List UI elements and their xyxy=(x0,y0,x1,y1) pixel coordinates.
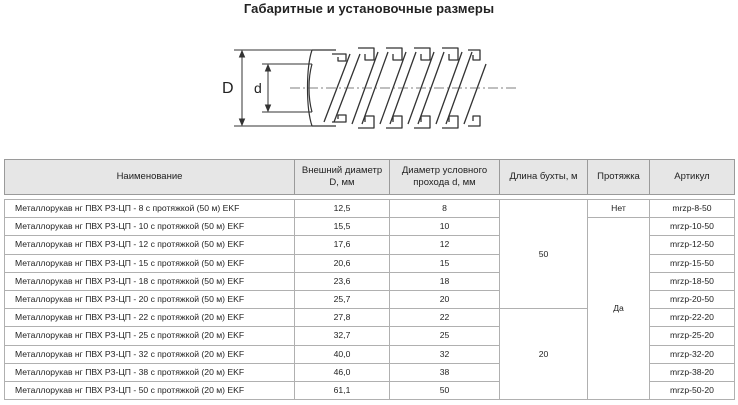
cell-inner-diameter: 10 xyxy=(389,217,500,237)
cell-pull-no: Нет xyxy=(587,198,650,219)
cell-article: mrzp-18-50 xyxy=(649,271,735,291)
cell-outer-diameter: 20,6 xyxy=(294,253,390,273)
table-row: Металлорукав нг ПВХ РЗ-ЦП - 25 с протяжк… xyxy=(4,326,735,346)
cell-outer-diameter: 61,1 xyxy=(294,380,390,401)
cell-inner-diameter: 12 xyxy=(389,235,500,255)
cell-name: Металлорукав нг ПВХ РЗ-ЦП - 50 с протяжк… xyxy=(4,380,295,401)
cell-outer-diameter: 32,7 xyxy=(294,326,390,346)
cell-article: mrzp-12-50 xyxy=(649,235,735,255)
cell-pull-yes: Да xyxy=(587,217,650,401)
cell-name: Металлорукав нг ПВХ РЗ-ЦП - 38 с протяжк… xyxy=(4,362,295,382)
col-header-article: Артикул xyxy=(649,159,735,195)
cell-name: Металлорукав нг ПВХ РЗ-ЦП - 20 с протяжк… xyxy=(4,289,295,310)
cell-name: Металлорукав нг ПВХ РЗ-ЦП - 18 с протяжк… xyxy=(4,271,295,291)
cell-article: mrzp-32-20 xyxy=(649,344,735,364)
cell-inner-diameter: 18 xyxy=(389,271,500,291)
cell-inner-diameter: 15 xyxy=(389,253,500,273)
cell-length-group-1: 50 xyxy=(499,198,588,310)
cell-article: mrzp-38-20 xyxy=(649,362,735,382)
cell-inner-diameter: 50 xyxy=(389,380,500,401)
cell-article: mrzp-25-20 xyxy=(649,326,735,346)
table-row: Металлорукав нг ПВХ РЗ-ЦП - 12 с протяжк… xyxy=(4,235,735,255)
table-row: Металлорукав нг ПВХ РЗ-ЦП - 8 с протяжко… xyxy=(4,198,735,310)
cell-length-group-2: 20 xyxy=(499,308,588,401)
table-row: Металлорукав нг ПВХ РЗ-ЦП - 22 с протяжк… xyxy=(4,308,735,401)
cell-outer-diameter: 46,0 xyxy=(294,362,390,382)
cell-name: Металлорукав нг ПВХ РЗ-ЦП - 25 с протяжк… xyxy=(4,326,295,346)
cell-name: Металлорукав нг ПВХ РЗ-ЦП - 12 с протяжк… xyxy=(4,235,295,255)
outer-diameter-label: D xyxy=(222,80,234,97)
cell-article: mrzp-10-50 xyxy=(649,217,735,237)
col-header-length: Длина бухты, м xyxy=(499,159,588,195)
cell-article: mrzp-20-50 xyxy=(649,289,735,310)
cell-inner-diameter: 25 xyxy=(389,326,500,346)
cell-inner-diameter: 20 xyxy=(389,289,500,310)
table-row: Металлорукав нг ПВХ РЗ-ЦП - 38 с протяжк… xyxy=(4,362,735,382)
col-header-name: Наименование xyxy=(4,159,295,195)
cell-inner-diameter: 38 xyxy=(389,362,500,382)
page-title: Габаритные и установочные размеры xyxy=(243,1,495,16)
cell-outer-diameter: 23,6 xyxy=(294,271,390,291)
col-header-outer-diameter: Внешний диаметр D, мм xyxy=(294,159,390,195)
cell-inner-diameter: 32 xyxy=(389,344,500,364)
cell-outer-diameter: 25,7 xyxy=(294,289,390,310)
table-row: Металлорукав нг ПВХ РЗ-ЦП - 50 с протяжк… xyxy=(4,380,735,401)
cell-outer-diameter: 15,5 xyxy=(294,217,390,237)
cell-outer-diameter: 12,5 xyxy=(294,198,390,219)
cell-article: mrzp-15-50 xyxy=(649,253,735,273)
cell-inner-diameter: 8 xyxy=(389,198,500,219)
table-row: Металлорукав нг ПВХ РЗ-ЦП - 15 с протяжк… xyxy=(4,253,735,273)
inner-diameter-label: d xyxy=(254,80,262,96)
cell-name: Металлорукав нг ПВХ РЗ-ЦП - 8 с протяжко… xyxy=(4,198,295,219)
col-header-pull: Протяжка xyxy=(587,159,650,195)
cell-name: Металлорукав нг ПВХ РЗ-ЦП - 22 с протяжк… xyxy=(4,308,295,328)
cell-article: mrzp-22-20 xyxy=(649,308,735,328)
cell-outer-diameter: 17,6 xyxy=(294,235,390,255)
col-header-inner-diameter: Диаметр условного прохода d, мм xyxy=(389,159,500,195)
cell-name: Металлорукав нг ПВХ РЗ-ЦП - 10 с протяжк… xyxy=(4,217,295,237)
cell-inner-diameter: 22 xyxy=(389,308,500,328)
cell-article: mrzp-8-50 xyxy=(649,198,735,219)
table-row: Металлорукав нг ПВХ РЗ-ЦП - 18 с протяжк… xyxy=(4,271,735,291)
cell-name: Металлорукав нг ПВХ РЗ-ЦП - 32 с протяжк… xyxy=(4,344,295,364)
cell-name: Металлорукав нг ПВХ РЗ-ЦП - 15 с протяжк… xyxy=(4,253,295,273)
table-row: Металлорукав нг ПВХ РЗ-ЦП - 10 с протяжк… xyxy=(4,217,735,401)
cell-outer-diameter: 40,0 xyxy=(294,344,390,364)
dimensions-table: Наименование Внешний диаметр D, мм Диаме… xyxy=(4,159,735,401)
hose-dimension-diagram: D d xyxy=(222,47,518,129)
table-header-row: Наименование Внешний диаметр D, мм Диаме… xyxy=(4,159,735,195)
cell-article: mrzp-50-20 xyxy=(649,380,735,401)
table-row: Металлорукав нг ПВХ РЗ-ЦП - 32 с протяжк… xyxy=(4,344,735,364)
cell-outer-diameter: 27,8 xyxy=(294,308,390,328)
table-row: Металлорукав нг ПВХ РЗ-ЦП - 20 с протяжк… xyxy=(4,289,735,310)
